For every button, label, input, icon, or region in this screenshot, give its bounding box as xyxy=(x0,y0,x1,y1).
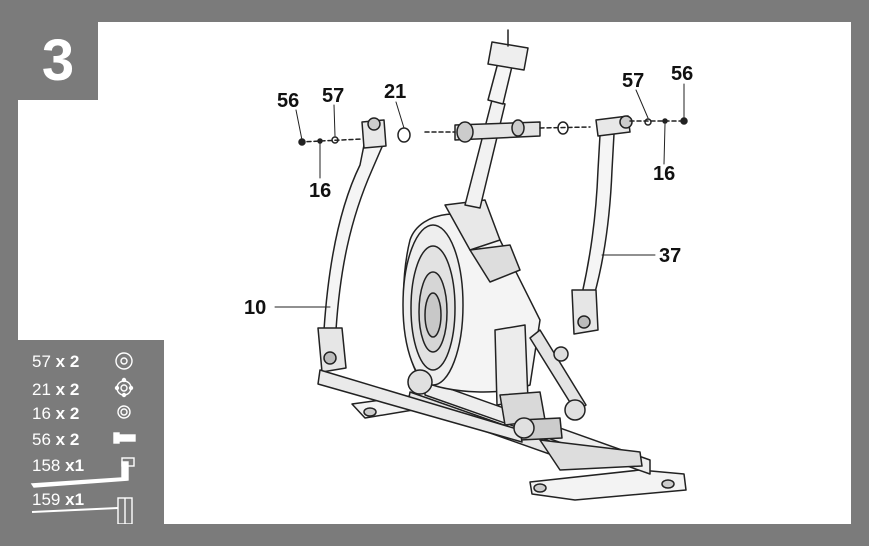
part-qty: 1 xyxy=(74,490,85,509)
part-row-56: 56 x 2 xyxy=(32,430,79,450)
qty-prefix: x xyxy=(55,404,66,423)
qty-prefix: x xyxy=(65,490,75,509)
washer-icon xyxy=(115,352,133,370)
lock-washer-icon xyxy=(117,405,131,419)
callout-16-right: 16 xyxy=(653,163,676,185)
qty-prefix: x xyxy=(55,430,66,449)
part-qty: 2 xyxy=(69,404,80,423)
wrench-icon xyxy=(31,497,133,524)
callout-56-right: 56 xyxy=(671,63,694,85)
part-qty: 2 xyxy=(69,352,80,371)
callout-57-right: 57 xyxy=(622,70,645,92)
step-number-badge: 3 xyxy=(18,22,98,100)
part-qty: 2 xyxy=(69,430,80,449)
part-id: 158 xyxy=(32,456,61,475)
part-id: 159 xyxy=(32,490,61,509)
part-id: 21 xyxy=(32,380,51,399)
part-id: 56 xyxy=(32,430,51,449)
allen-key-icon xyxy=(30,457,135,488)
part-qty: 1 xyxy=(74,456,85,475)
parts-icons xyxy=(30,352,136,524)
wave-washer-icon xyxy=(114,377,134,398)
parts-list-panel: 57 x 2 21 x 2 16 x 2 56 x 2 158 x1 159 x… xyxy=(18,340,164,524)
pedal-links xyxy=(317,329,587,443)
part-id: 57 xyxy=(32,352,51,371)
part-qty: 2 xyxy=(69,380,80,399)
right-arm-part-37 xyxy=(571,115,687,335)
callout-56-left: 56 xyxy=(277,90,300,112)
flywheel-housing xyxy=(402,199,563,441)
qty-prefix: x xyxy=(65,456,75,475)
console-mast xyxy=(424,29,591,209)
part-row-21: 21 x 2 xyxy=(32,380,79,400)
callout-37: 37 xyxy=(659,245,682,267)
part-row-159: 159 x1 xyxy=(32,490,84,510)
callout-16-left: 16 xyxy=(309,180,332,202)
part-id: 16 xyxy=(32,404,51,423)
callout-21: 21 xyxy=(384,81,407,103)
qty-prefix: x xyxy=(55,380,66,399)
leader-lines xyxy=(274,83,685,308)
part-row-158: 158 x1 xyxy=(32,456,84,476)
left-arm-part-10 xyxy=(299,117,387,373)
part-row-57: 57 x 2 xyxy=(32,352,79,372)
callout-10: 10 xyxy=(244,297,267,319)
part-row-16: 16 x 2 xyxy=(32,404,79,424)
bolt-icon xyxy=(113,432,136,444)
callout-57-left: 57 xyxy=(322,85,345,107)
qty-prefix: x xyxy=(55,352,66,371)
